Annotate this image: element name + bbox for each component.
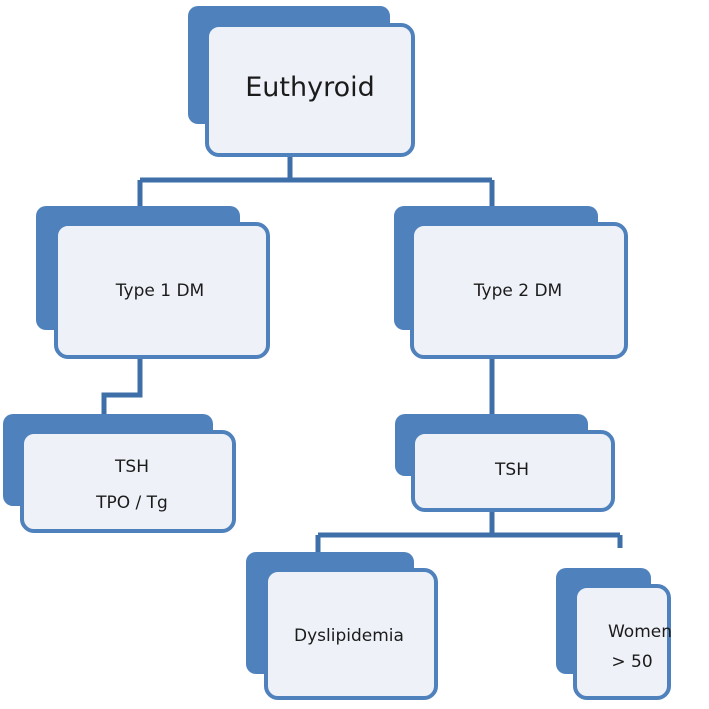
- node-tsh-tpo-tg: TSH TPO / Tg: [3, 414, 236, 533]
- node-euthyroid-label: Euthyroid: [245, 72, 375, 103]
- connector-type1-to-tsh: [101, 358, 143, 414]
- node-type1-label: Type 1 DM: [115, 281, 204, 301]
- node-women-line2: > 50: [611, 652, 652, 672]
- node-type2-dm: Type 2 DM: [394, 206, 628, 359]
- node-tsh-right: TSH: [395, 414, 615, 512]
- node-tsh-left-line1: TSH: [114, 457, 149, 477]
- node-type2-label: Type 2 DM: [473, 281, 562, 301]
- node-tsh-right-label: TSH: [494, 460, 529, 480]
- node-women-over-50: Women > 50: [556, 568, 672, 700]
- connector-lines: [101, 156, 623, 552]
- node-women-line1: Women: [608, 622, 672, 642]
- node-type1-dm: Type 1 DM: [36, 206, 270, 359]
- node-dyslipidemia-label: Dyslipidemia: [294, 626, 404, 646]
- node-tsh-left-line2: TPO / Tg: [95, 493, 168, 513]
- node-dyslipidemia: Dyslipidemia: [246, 552, 438, 700]
- node-euthyroid: Euthyroid: [188, 6, 415, 157]
